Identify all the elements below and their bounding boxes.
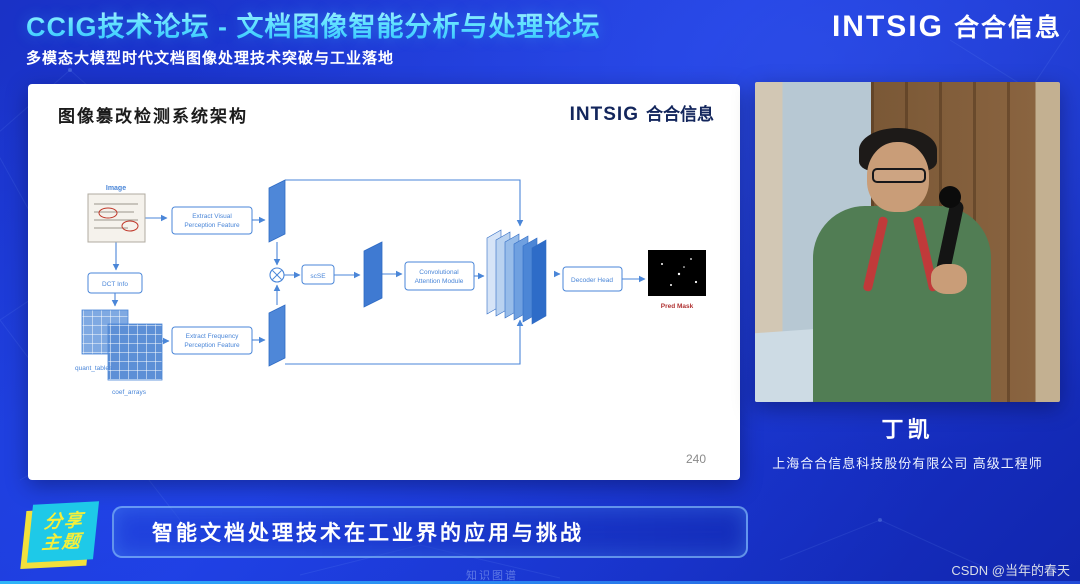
pred-mask-label: Pred Mask (661, 303, 694, 310)
pred-mask-image: Pred Mask (648, 250, 706, 310)
quant-tables-label: quant_tables (75, 365, 113, 372)
header: CCIG技术论坛 - 文档图像智能分析与处理论坛 多模态大模型时代文档图像处理技… (0, 0, 1080, 67)
speaker-name: 丁凯 (881, 417, 934, 442)
topic-badge-line2: 主题 (40, 530, 83, 554)
node-extract-frequency: Extract Frequency Perception Feature (171, 326, 253, 355)
slide-logo-cn: 合合信息 (646, 105, 714, 124)
coef-arrays-label: coef_arrays (112, 389, 147, 396)
slide-title: 图像篡改检测系统架构 (58, 107, 248, 126)
speaker-glasses (872, 168, 926, 183)
dct-info-label: DCT Info (102, 281, 128, 288)
node-conv-attention: Convolutional Attention Module (404, 261, 475, 291)
microphone-head (939, 186, 961, 208)
speaker-hand (931, 264, 967, 294)
diagram-connectors (111, 179, 646, 365)
multiply-icon (269, 267, 285, 283)
cam-line1: Convolutional (419, 269, 459, 276)
grid-coef-arrays (107, 323, 163, 381)
speaker-head (867, 142, 929, 212)
topic-badge-line1: 分享 (43, 509, 86, 533)
feature-bar-visual (268, 179, 286, 243)
intsig-logo: INTSIG 合合信息 (832, 8, 1062, 44)
slide: 图像篡改检测系统架构 INTSIG 合合信息 (28, 84, 740, 480)
extract-freq-line1: Extract Frequency (186, 333, 239, 340)
topic-bar: 智能文档处理技术在工业界的应用与挑战 (112, 506, 748, 558)
speaker-torso (813, 206, 991, 402)
page-number: 240 (685, 452, 706, 466)
event-title: CCIG技术论坛 - 文档图像智能分析与处理论坛 (26, 5, 601, 44)
extract-freq-line2: Perception Feature (184, 342, 240, 349)
extract-visual-line2: Perception Feature (184, 222, 240, 229)
extract-visual-line1: Extract Visual (192, 213, 232, 220)
decoder-head-label: Decoder Head (571, 277, 613, 284)
speaker-affiliation: 上海合合信息科技股份有限公司 高级工程师 (772, 456, 1043, 471)
feature-bar-frequency (268, 304, 286, 367)
intsig-logo-latin: INTSIG (831, 10, 944, 43)
node-extract-visual: Extract Visual Perception Feature (171, 206, 253, 235)
bottom-strip-decoration (0, 581, 1080, 584)
node-scse: scSE (301, 264, 335, 285)
slide-logo: INTSIG 合合信息 (570, 100, 714, 126)
speaker-info: 丁凯 上海合合信息科技股份有限公司 高级工程师 (755, 412, 1060, 472)
background-label: 知识图谱 (466, 570, 518, 582)
slide-logo-latin: INTSIG (569, 104, 639, 125)
feature-map-stack (486, 229, 547, 325)
node-decoder-head: Decoder Head (562, 266, 623, 292)
scse-label: scSE (310, 273, 326, 280)
image-label: Image (106, 185, 126, 192)
node-dct-info: DCT Info (87, 272, 143, 294)
event-subtitle: 多模态大模型时代文档图像处理技术突破与工业落地 (26, 50, 395, 67)
feature-bar-fused (363, 241, 383, 308)
architecture-diagram: Image Extract Visual Perception Feature (75, 179, 706, 396)
intsig-logo-cn: 合合信息 (953, 14, 1062, 42)
input-image-thumbnail: Image (87, 185, 146, 243)
watermark: CSDN @当年的春天 (951, 563, 1070, 578)
cam-line2: Attention Module (415, 278, 464, 285)
speaker-video (755, 82, 1060, 402)
topic-text: 智能文档处理技术在工业界的应用与挑战 (152, 522, 584, 545)
topic-badge: 分享 主题 (26, 501, 100, 563)
